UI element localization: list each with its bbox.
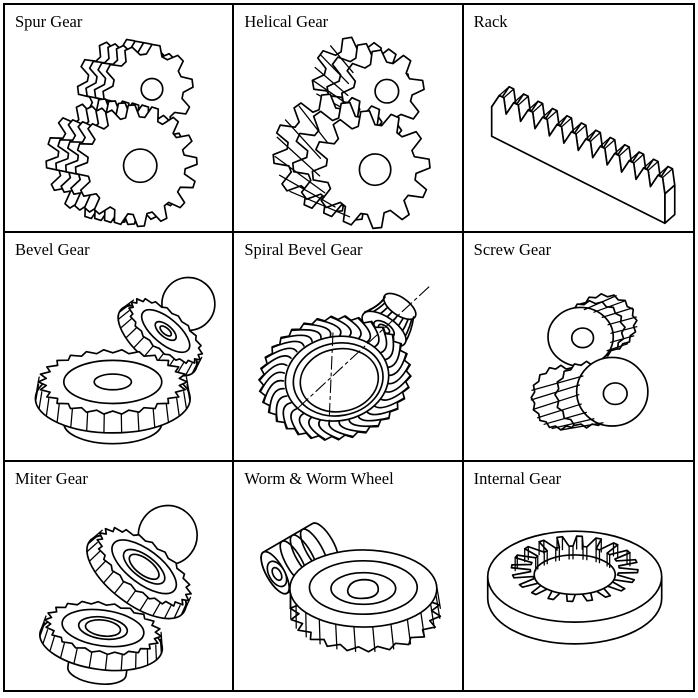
cell-label-rack: Rack bbox=[474, 13, 508, 31]
cell-worm-and-worm-wheel: Worm & Worm Wheel bbox=[234, 462, 463, 690]
cell-spur-gear: Spur Gear bbox=[5, 5, 234, 233]
internal-gear-illustration bbox=[464, 462, 693, 690]
cell-helical-gear: Helical Gear bbox=[234, 5, 463, 233]
cell-internal-gear: Internal Gear bbox=[464, 462, 693, 690]
miter-gear-illustration bbox=[5, 462, 232, 690]
screw-gear-illustration bbox=[464, 233, 693, 459]
worm-and-worm-wheel-illustration bbox=[234, 462, 461, 690]
cell-label-spur-gear: Spur Gear bbox=[15, 13, 82, 31]
cell-label-spiral-bevel-gear: Spiral Bevel Gear bbox=[244, 241, 362, 259]
cell-miter-gear: Miter Gear bbox=[5, 462, 234, 690]
cell-spiral-bevel-gear: Spiral Bevel Gear bbox=[234, 233, 463, 461]
spiral-bevel-gear-illustration bbox=[234, 233, 461, 459]
cell-bevel-gear: Bevel Gear bbox=[5, 233, 234, 461]
gear-types-table: Spur Gear Helical Gear Rack Bevel Gear S… bbox=[3, 3, 695, 692]
cell-label-bevel-gear: Bevel Gear bbox=[15, 241, 90, 259]
cell-label-miter-gear: Miter Gear bbox=[15, 470, 88, 488]
helical-gear-illustration bbox=[234, 5, 461, 231]
bevel-gear-illustration bbox=[5, 233, 232, 459]
cell-label-screw-gear: Screw Gear bbox=[474, 241, 551, 259]
cell-rack: Rack bbox=[464, 5, 693, 233]
rack-illustration bbox=[464, 5, 693, 231]
cell-label-internal-gear: Internal Gear bbox=[474, 470, 562, 488]
cell-label-helical-gear: Helical Gear bbox=[244, 13, 328, 31]
spur-gear-illustration bbox=[5, 5, 232, 231]
cell-screw-gear: Screw Gear bbox=[464, 233, 693, 461]
cell-label-worm-and-worm-wheel: Worm & Worm Wheel bbox=[244, 470, 393, 488]
